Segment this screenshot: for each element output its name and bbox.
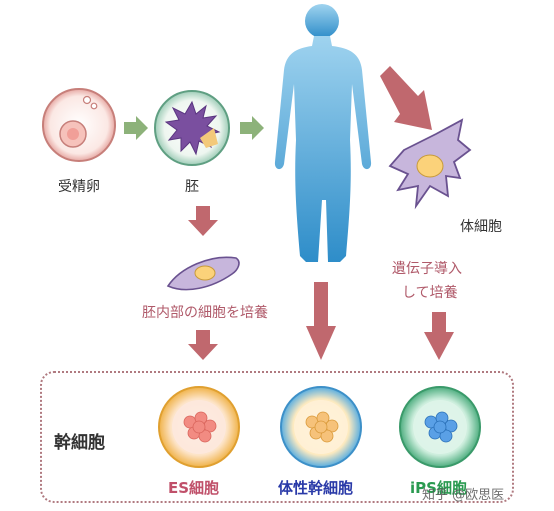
embryo-label: 胚 [185, 179, 199, 195]
red-arrow-to-adult-stem [306, 282, 336, 360]
gene-transfer-label-line1: 遺伝子導入 [392, 261, 462, 277]
inner-embryo-cell-icon [166, 256, 240, 291]
fertilized-egg-label: 受精卵 [58, 179, 100, 195]
gene-transfer-label-line2: して培養 [402, 285, 458, 301]
red-arrow-to-ips [424, 312, 454, 360]
human-body-icon [274, 4, 372, 262]
es-cell-label: ES細胞 [168, 479, 220, 497]
green-arrow-embryo-to-body [240, 116, 264, 140]
watermark: 知乎 @欧思医 [422, 488, 505, 503]
adult-stem-cell-icon [280, 386, 362, 468]
green-arrow-egg-to-embryo [124, 116, 148, 140]
adult-stem-cell-label: 体性幹細胞 [278, 479, 354, 497]
somatic-cell-icon [388, 118, 472, 210]
inner-embryo-culture-label: 胚内部の細胞を培養 [142, 305, 268, 321]
es-cell-icon [158, 386, 240, 468]
ips-cell-label: iPS細胞 [410, 479, 467, 497]
red-arrow-body-to-somatic [380, 66, 432, 130]
somatic-cell-label: 体細胞 [460, 219, 502, 235]
fertilized-egg-icon [42, 88, 116, 162]
stem-cell-group-box [40, 371, 514, 503]
red-arrow-to-es [188, 330, 218, 360]
embryo-icon [154, 90, 230, 166]
red-arrow-embryo-down [188, 206, 218, 236]
stem-cell-group-title: 幹細胞 [54, 433, 105, 453]
ips-cell-icon [399, 386, 481, 468]
